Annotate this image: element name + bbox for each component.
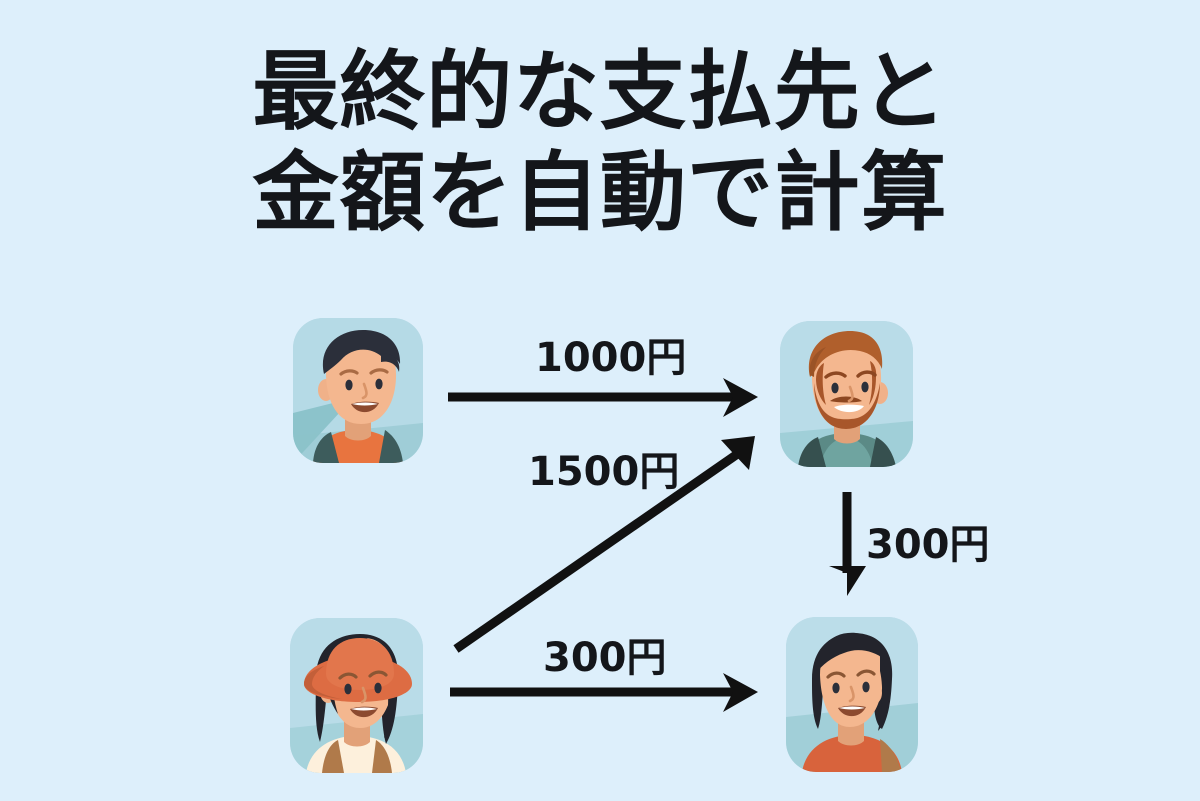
avatar-person-top-left (293, 318, 423, 463)
page-title-line-1: 最終的な支払先と (252, 42, 948, 142)
avatar-person-top-right (780, 321, 913, 467)
avatar-person-bottom-right (786, 617, 918, 772)
transfer-amount-label-1: 1000円 (535, 335, 687, 381)
page-title: 最終的な支払先と 金額を自動で計算 (0, 42, 1200, 243)
arrow-transfer-1 (448, 378, 758, 417)
avatar-person-bottom-left (290, 618, 423, 773)
transfer-amount-label-3: 300円 (866, 522, 990, 568)
transfer-amount-label-4: 300円 (543, 635, 667, 681)
transfer-amount-label-2: 1500円 (528, 449, 680, 495)
page-title-line-2: 金額を自動で計算 (252, 142, 948, 243)
arrow-transfer-3 (829, 492, 866, 596)
